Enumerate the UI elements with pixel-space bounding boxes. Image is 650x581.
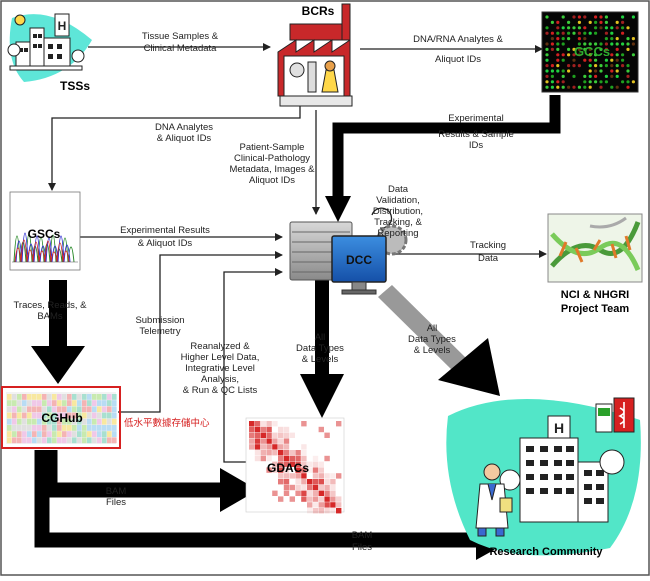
edge-gdac-dcc-line-1: Reanalyzed & [190,341,250,352]
edge-tss-bcr-line-2: Clinical Metadata [144,43,218,54]
edge-bcr-gcc-line-1: DNA/RNA Analytes & [413,34,503,45]
gcc-label: GCCs [574,44,610,59]
edge-gdac-dcc-line-5: & Run & QC Lists [183,385,258,396]
edge-cghub-research-line-2: Files [352,542,372,553]
edge-dcc-self-line-2: Validation, [376,195,420,206]
arrow-bcr-gsc [48,105,301,191]
edge-bcr-dcc-line-4: Aliquot IDs [249,175,295,186]
edge-gsc-cghub-line-2: BAMs [37,311,63,322]
thin-arrows [48,43,547,463]
edge-cghub-gdac-line-1: BAM [106,486,127,497]
edge-gcc-dcc-line-2: Results & Sample [438,129,514,140]
edge-dcc-research-line-1: All [427,323,438,334]
arrow-gsc-cghub [49,280,67,348]
arrow-dcc-self [371,207,393,229]
bcr-factory-icon [277,3,353,107]
edge-dcc-self-line-4: Tracking, & [374,217,422,228]
cghub-label: CGHub [41,411,82,425]
edge-dcc-self-line-1: Data [388,184,409,195]
edge-gdac-dcc-line-4: Analysis, [201,374,239,385]
edge-bcr-dcc-line-1: Patient-Sample [240,142,305,153]
tss-label: TSSs [60,79,90,93]
nci-dna-icon [547,213,643,283]
edge-bcr-gsc-line-1: DNA Analytes [155,122,213,133]
edge-dcc-nci-line-2: Data [478,253,499,264]
arrow-cghub-research [34,450,478,548]
arrow-dcc-research [378,285,468,372]
edge-dcc-self-line-5: Reporting [377,228,418,239]
svg-text:H: H [58,19,67,33]
arrow-gdac-dcc [223,268,283,463]
edge-bcr-dcc-line-3: Metadata, Images & [229,164,315,175]
cghub-highlight-box [1,386,121,449]
cghub-heatmap-icon [6,392,117,444]
edge-bcr-gcc-line-2: Aliquot IDs [435,54,481,65]
edge-dcc-research-line-3: & Levels [414,345,451,356]
edge-gsc-cghub-line-1: Traces, Reads, & [13,300,87,311]
gsc-chromatogram-icon [9,191,81,271]
thick-arrows [31,95,561,560]
arrow-cghub-dcc [118,251,283,413]
edge-tss-bcr-line-1: Tissue Samples & [142,31,219,42]
bcr-label: BCRs [302,4,335,18]
svg-text:H: H [554,420,564,436]
edge-labels: Tissue Samples & Clinical Metadata DNA/R… [13,31,513,553]
gsc-label: GSCs [28,227,61,241]
arrow-gcc-dcc [332,95,561,198]
arrow-cghub-gdac [42,450,222,498]
edge-dcc-nci-line-1: Tracking [470,240,506,251]
tss-hospital-icon: H [7,13,92,82]
edge-gsc-dcc-line-2: & Aliquot IDs [138,238,193,249]
edge-dcc-gdac-line-1: All [315,332,326,343]
edge-gdac-dcc-line-2: Higher Level Data, [181,352,260,363]
edge-dcc-self-line-3: Distribution, [373,206,423,217]
edge-cghub-gdac-line-2: Files [106,497,126,508]
edge-gcc-dcc-line-1: Experimental [448,113,503,124]
cghub-annotation: 低水平數據存儲中心 [124,417,210,429]
edge-gsc-dcc-line-1: Experimental Results [120,225,210,236]
edge-cghub-dcc-line-1: Submission [135,315,184,326]
dcc-label: DCC [346,253,372,267]
gdac-heatmap-icon [245,417,345,514]
edge-dcc-research-line-2: Data Types [408,334,456,345]
edge-gcc-dcc-line-3: IDs [469,140,484,151]
dcc-server-icon [289,221,408,295]
edge-cghub-research-line-1: BAM [352,530,373,541]
edge-bcr-dcc-line-2: Clinical-Pathology [234,153,310,164]
edge-gdac-dcc-line-3: Integrative Level [185,363,255,374]
gdac-label: GDACs [267,461,309,475]
edge-cghub-dcc-line-2: Telemetry [139,326,180,337]
research-community-icon: H [446,397,641,556]
nci-label-line-2: Project Team [561,303,629,315]
arrow-dcc-gdac [315,278,329,376]
research-label: Research Community [489,546,603,558]
edge-dcc-gdac-line-2: Data Types [296,343,344,354]
edge-dcc-gdac-line-3: & Levels [302,354,339,365]
gcc-microarray-icon [541,11,639,93]
edge-bcr-gsc-line-2: & Aliquot IDs [157,133,212,144]
nci-label-line-1: NCI & NHGRI [561,289,629,301]
